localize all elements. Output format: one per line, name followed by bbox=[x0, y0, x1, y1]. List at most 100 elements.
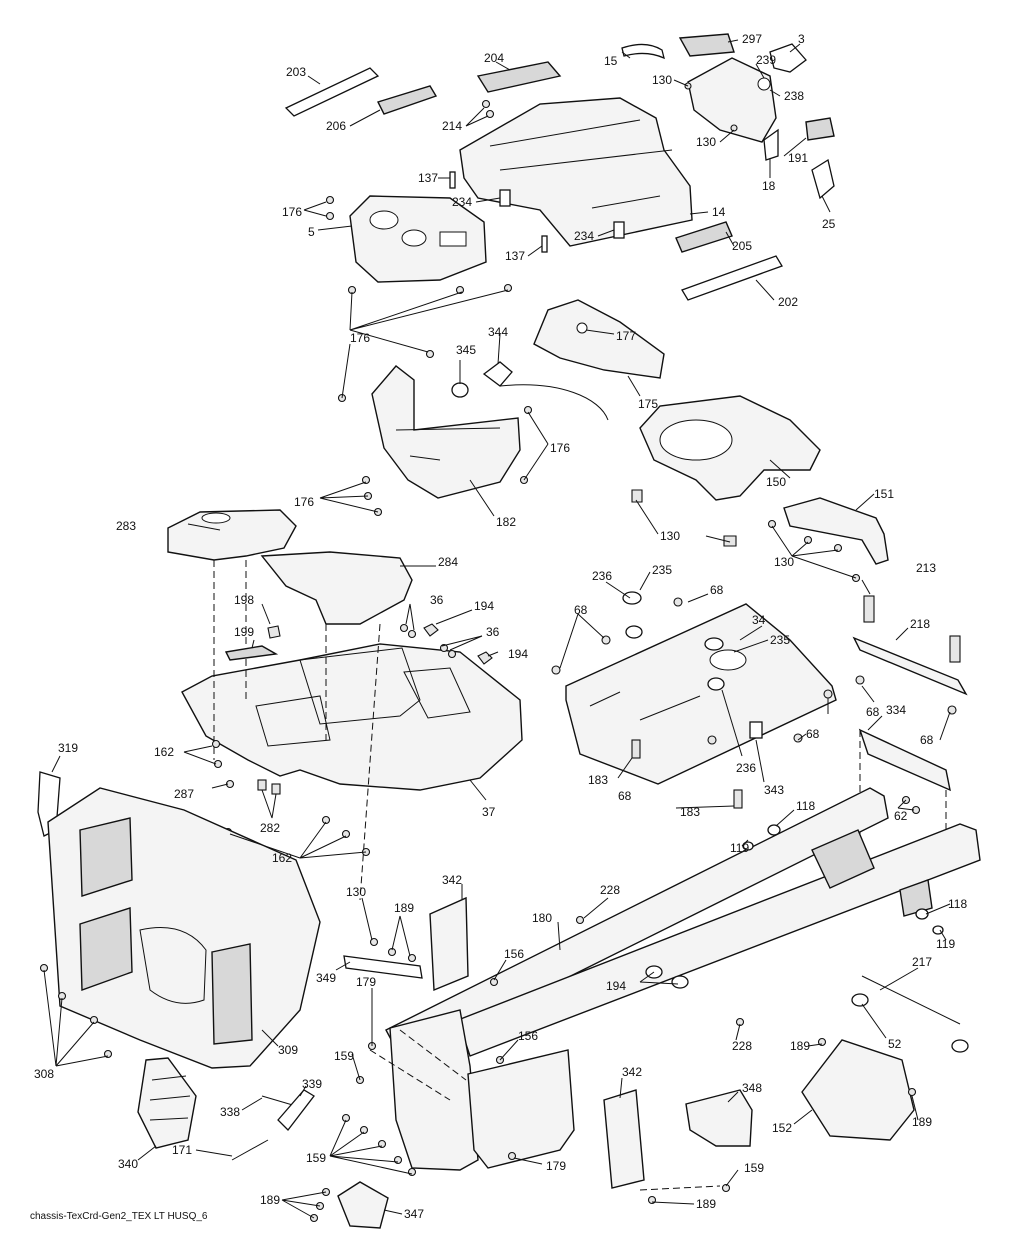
label-36-b: 36 bbox=[486, 625, 500, 639]
fender-cutout-right bbox=[403, 667, 471, 719]
part-130-foot-b bbox=[723, 535, 737, 547]
label-334: 334 bbox=[886, 703, 906, 717]
part-284-seat-pad bbox=[260, 551, 413, 625]
label-236-a: 236 bbox=[592, 569, 612, 583]
part-228-bolt-a bbox=[575, 915, 585, 925]
label-189-e: 189 bbox=[260, 1193, 280, 1207]
label-228-b: 228 bbox=[732, 1039, 752, 1053]
pedestal-detail bbox=[395, 427, 501, 461]
part-151-bracket bbox=[783, 497, 889, 565]
grille-hex-pattern bbox=[149, 1075, 191, 1121]
grille-mesh-lower bbox=[79, 907, 133, 991]
label-342-a: 342 bbox=[442, 873, 462, 887]
part-214-clip-a bbox=[481, 99, 491, 109]
label-287: 287 bbox=[174, 787, 194, 801]
label-130-c: 130 bbox=[660, 529, 680, 543]
label-344: 344 bbox=[488, 325, 508, 339]
part-334-bracket bbox=[858, 728, 951, 792]
label-348: 348 bbox=[742, 1081, 762, 1095]
part-68-bolt-a bbox=[673, 597, 683, 607]
part-3-emblem bbox=[769, 43, 807, 73]
part-156-front-plate bbox=[467, 1049, 575, 1169]
label-179-b: 179 bbox=[546, 1159, 566, 1173]
part-176-screw-h bbox=[523, 405, 533, 415]
part-176-screw-b bbox=[325, 211, 335, 221]
part-213-bolt-a bbox=[863, 595, 875, 623]
part-234-clip-b bbox=[613, 221, 625, 239]
label-319: 319 bbox=[58, 741, 78, 755]
label-152: 152 bbox=[772, 1121, 792, 1135]
label-199: 199 bbox=[234, 625, 254, 639]
part-119-nut-b bbox=[932, 925, 944, 935]
part-236-bushing-b bbox=[707, 677, 725, 691]
part-194-nut-b bbox=[477, 651, 493, 665]
part-68-bolt-g bbox=[855, 675, 865, 685]
grille-mesh-right bbox=[211, 943, 253, 1045]
part-202-trim bbox=[681, 255, 783, 301]
part-347-bracket bbox=[337, 1181, 389, 1229]
label-68-c: 68 bbox=[866, 705, 880, 719]
label-151: 151 bbox=[874, 487, 894, 501]
part-342-bracket-bottom bbox=[603, 1089, 645, 1189]
diagram-caption: chassis-TexCrd-Gen2_TEX LT HUSQ_6 bbox=[30, 1211, 208, 1222]
frame-rear-bracket bbox=[811, 829, 875, 889]
part-15-strip bbox=[621, 43, 665, 60]
label-191: 191 bbox=[788, 151, 808, 165]
label-194-c: 194 bbox=[606, 979, 626, 993]
part-183-bolt-a bbox=[631, 739, 641, 759]
part-199-strap bbox=[224, 645, 279, 661]
label-14: 14 bbox=[712, 205, 726, 219]
leader-lines bbox=[43, 39, 951, 1219]
label-182: 182 bbox=[496, 515, 516, 529]
part-176-screw-j bbox=[361, 475, 371, 485]
dash-gauge-left bbox=[369, 210, 399, 230]
label-68-f: 68 bbox=[618, 789, 632, 803]
part-130-bolt-349 bbox=[369, 937, 379, 947]
part-344-switch bbox=[482, 361, 513, 387]
part-194-nut-d bbox=[671, 975, 689, 989]
part-308-screw-c bbox=[89, 1015, 99, 1025]
part-308-screw-d bbox=[103, 1049, 113, 1059]
part-162-bolt-a bbox=[211, 739, 221, 749]
part-137-pin-b bbox=[541, 235, 548, 253]
label-130-a: 130 bbox=[652, 73, 672, 87]
part-177-grommet bbox=[576, 322, 588, 334]
part-52-bushing-a bbox=[851, 993, 869, 1007]
part-52-bushing-b bbox=[951, 1039, 969, 1053]
label-339: 339 bbox=[302, 1077, 322, 1091]
label-5: 5 bbox=[308, 225, 315, 239]
part-171-pin bbox=[231, 1139, 269, 1161]
part-204-insert bbox=[476, 61, 562, 93]
part-348-cover bbox=[685, 1089, 753, 1147]
label-189-d: 189 bbox=[696, 1197, 716, 1211]
label-130-d: 130 bbox=[774, 555, 794, 569]
label-137-b: 137 bbox=[505, 249, 525, 263]
label-183-b: 183 bbox=[680, 805, 700, 819]
part-180-frame-rail-right bbox=[457, 823, 981, 1057]
part-239-nut bbox=[757, 77, 771, 91]
part-235-grommet-a bbox=[622, 591, 642, 605]
label-236-b: 236 bbox=[736, 761, 756, 775]
label-119-b: 119 bbox=[936, 937, 955, 951]
part-282-spacer-a bbox=[257, 779, 267, 791]
part-194-nut-a bbox=[423, 623, 439, 637]
label-176-c: 176 bbox=[550, 441, 570, 455]
label-238: 238 bbox=[784, 89, 804, 103]
cover-hole bbox=[201, 512, 231, 524]
part-183-bolt-b bbox=[733, 789, 743, 809]
part-343-clip bbox=[749, 721, 763, 739]
part-342-bracket-top bbox=[429, 896, 469, 992]
part-203-trim bbox=[284, 67, 380, 117]
part-176-screw-e bbox=[503, 283, 513, 293]
label-297: 297 bbox=[742, 32, 762, 46]
label-159-c: 159 bbox=[744, 1161, 764, 1175]
part-176-screw-a bbox=[325, 195, 335, 205]
plate-slot bbox=[589, 691, 701, 721]
label-218: 218 bbox=[910, 617, 930, 631]
label-156-a: 156 bbox=[504, 947, 524, 961]
label-68-b: 68 bbox=[574, 603, 588, 617]
assembly-line-seat-b bbox=[359, 623, 381, 901]
part-238-headlight-housing bbox=[687, 57, 777, 143]
part-189-bolt-349-b bbox=[407, 953, 417, 963]
label-137-a: 137 bbox=[418, 171, 438, 185]
